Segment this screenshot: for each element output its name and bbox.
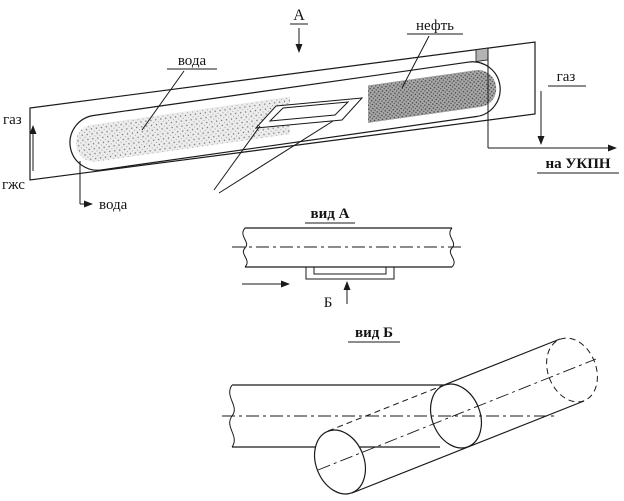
distributor-slot — [268, 101, 350, 122]
branch-end-face — [313, 429, 367, 495]
view-a: вид А Б — [232, 206, 464, 311]
view-b: вид Б — [222, 325, 598, 495]
label-section-a: А — [293, 7, 305, 24]
water-leader — [141, 70, 185, 131]
oil-zone — [368, 70, 497, 162]
label-marker-b: Б — [324, 295, 333, 311]
distributor-outline — [254, 97, 364, 129]
view-a-break-right — [449, 227, 455, 268]
branch-cylinder-upper-edge-hidden — [327, 384, 445, 432]
view-b-title: вид Б — [355, 325, 393, 341]
view-a-branch-outer — [305, 267, 395, 280]
branch-far-end-dashed — [546, 337, 598, 403]
label-water-bottom: вода — [99, 197, 128, 213]
oil-zone-stipple — [368, 70, 497, 162]
view-a-branch-inner — [313, 267, 387, 275]
branch-cylinder-upper-edge — [443, 338, 561, 386]
label-water-top: вода — [178, 53, 207, 69]
oil-leader — [401, 35, 430, 89]
enclosure-outline — [29, 41, 536, 181]
label-gls: гжс — [2, 177, 25, 193]
label-to-ukpn: на УКПН — [545, 156, 610, 172]
label-oil: нефть — [416, 18, 454, 34]
main-longitudinal-view: А нефть вода газ на УКПН газ гжс вода — [2, 7, 619, 213]
label-gas-left: газ — [3, 112, 22, 128]
branch-cylinder-centerline — [317, 358, 597, 471]
label-gas-right: газ — [557, 69, 576, 85]
distributor-leader-2 — [218, 120, 334, 194]
distributor-leader-1 — [213, 125, 261, 191]
view-a-break-left — [242, 227, 248, 268]
gas-nozzle — [475, 47, 489, 62]
view-a-title: вид А — [311, 206, 350, 222]
